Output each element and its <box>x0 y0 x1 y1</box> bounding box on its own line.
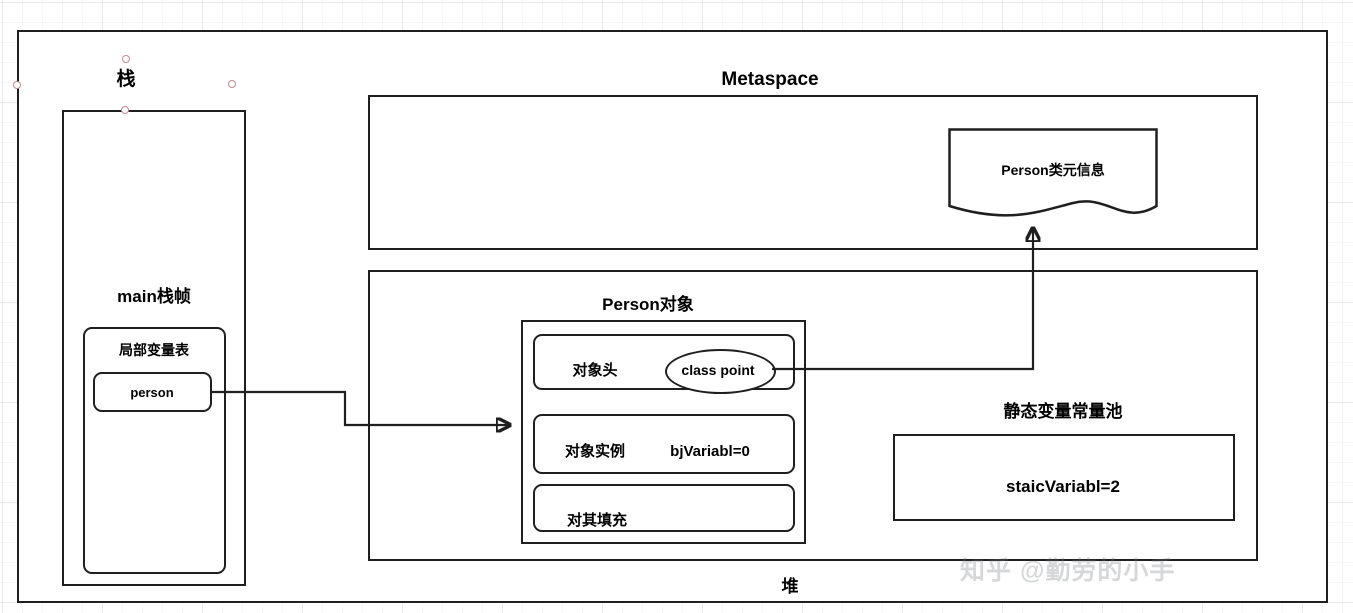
static-variable-pool-box[interactable] <box>893 434 1235 521</box>
class-pointer-ellipse[interactable] <box>665 349 776 394</box>
local-variable-person-box[interactable] <box>93 372 212 412</box>
selection-handle-stack-top[interactable] <box>122 55 130 63</box>
local-variable-table-title: 局部变量表 <box>119 342 189 358</box>
object-instance-label: 对象实例 <box>564 443 626 460</box>
person-object-title: Person对象 <box>602 295 694 314</box>
local-variable-person-label: person <box>130 385 174 400</box>
static-variable-pool-value: staicVariabl=2 <box>1006 477 1120 496</box>
main-stack-frame-title: main栈帧 <box>117 287 191 306</box>
class-pointer-label: class point <box>681 362 755 378</box>
selection-handle-left[interactable] <box>13 81 21 89</box>
object-padding-box[interactable] <box>533 484 795 532</box>
class-metadata-document-shape[interactable] <box>948 128 1158 223</box>
heap-title: 堆 <box>781 577 799 596</box>
selection-handle-stack-right[interactable] <box>228 80 236 88</box>
object-instance-box[interactable] <box>533 414 795 474</box>
static-variable-pool-title: 静态变量常量池 <box>1003 402 1123 421</box>
stack-title: 栈 <box>116 69 136 90</box>
class-metadata-label: Person类元信息 <box>1001 162 1105 178</box>
object-instance-value: bjVariabl=0 <box>670 443 750 460</box>
selection-handle-stack-edge[interactable] <box>121 106 129 114</box>
metaspace-title: Metaspace <box>721 69 819 90</box>
watermark: 知乎 @勤劳的小手 <box>960 557 1176 585</box>
object-header-label: 对象头 <box>572 362 618 379</box>
local-variable-table-box[interactable] <box>83 327 226 574</box>
object-padding-label: 对其填充 <box>566 512 628 529</box>
